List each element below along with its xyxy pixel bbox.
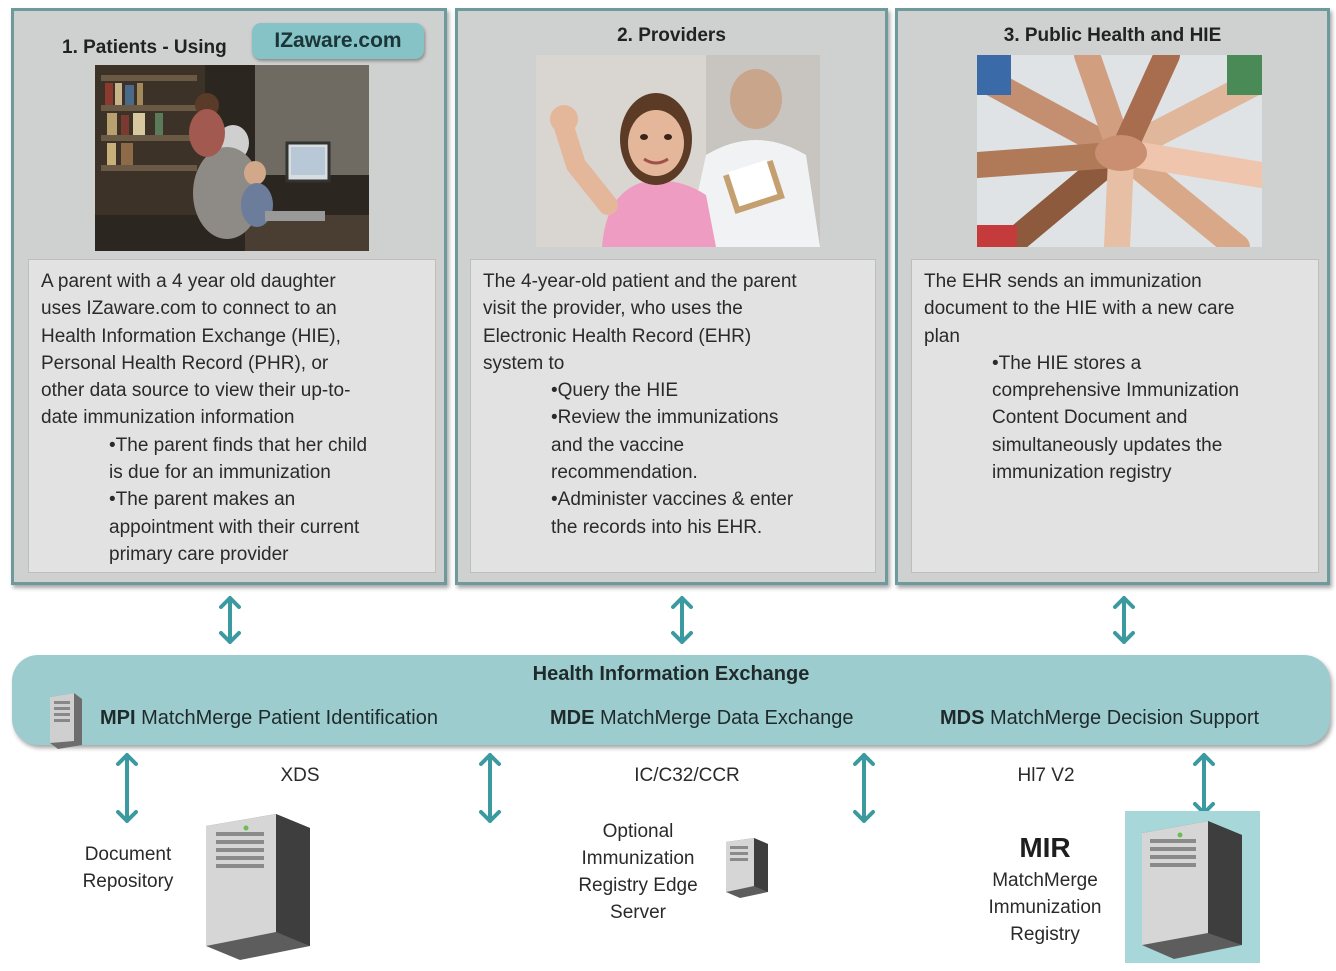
public-health-text: The EHR sends an immunization document t… [911,259,1319,573]
intro-line: A parent with a 4 year old daughter [41,271,336,292]
intro-line: Personal Health Record (PHR), or [41,352,329,374]
intro-line: visit the provider, who uses the [483,298,743,320]
intro-line: Electronic Health Record (EHR) [483,325,752,347]
protocol-xds: XDS [280,765,320,786]
public-health-bullets: The HIE stores a comprehensive Immunizat… [924,350,1308,486]
bullet-cont: comprehensive Immunization [992,380,1240,402]
providers-panel: 2. Providers The 4-year-old patient and … [455,8,888,585]
mir-title: MIR [1019,832,1071,863]
intro-line: Health Information Exchange (HIE), [41,325,341,347]
server-icon [44,689,88,749]
hie-item-mpi: MPI MatchMerge Patient Identification [100,707,438,729]
bullet-cont: appointment with their current [109,516,360,538]
server-icon [722,834,772,898]
photo-girl-doctor [536,55,820,247]
intro-line: other data source to view their up-to- [41,380,351,402]
bullet-cont: is due for an immunization [109,462,331,484]
patients-panel: 1. Patients - Using IZaware.com [11,8,447,585]
bullet-cont: primary care provider [109,543,289,565]
panel-title-public-health: 3. Public Health and HIE [1003,25,1222,46]
bullet-item: The HIE stores a [992,350,1308,377]
intro-line: date immunization information [41,407,295,429]
intro-line: system to [483,352,565,374]
hie-item-mde: MDE MatchMerge Data Exchange [550,707,854,729]
bullet-cont: simultaneously updates the [992,434,1223,456]
intro-line: The 4-year-old patient and the parent [483,271,797,292]
patients-text: A parent with a 4 year old daughter uses… [28,259,436,573]
bullet-cont: and the vaccine [551,434,685,456]
mir-label: MatchMerge Immunization Registry [988,870,1102,945]
double-arrow-icon [1193,753,1215,815]
patients-bullets: The parent finds that her child is due f… [41,432,425,568]
edge-server-label: Optional Immunization Registry Edge Serv… [578,821,698,923]
bullet-cont: immunization registry [992,462,1172,484]
intro-line: The EHR sends an immunization [924,271,1202,292]
public-health-panel: 3. Public Health and HIE The EHR sends a… [895,8,1330,585]
izaware-badge: IZaware.com [252,23,424,59]
bullet-cont: recommendation. [551,462,698,484]
double-arrow-icon [671,596,693,644]
bullet-item: The parent finds that her child [109,432,425,459]
double-arrow-icon [116,753,138,823]
server-icon [202,806,314,960]
protocol-hl7-v2: Hl7 V2 [1017,765,1075,786]
photo-joined-hands [977,55,1262,247]
bullet-cont: Content Document and [992,407,1188,429]
intro-line: uses IZaware.com to connect to an [41,298,337,320]
bullet-item: Query the HIE [551,377,865,404]
providers-text: The 4-year-old patient and the parent vi… [470,259,876,573]
hie-item-mds: MDS MatchMerge Decision Support [940,707,1260,729]
server-icon [1138,815,1246,959]
double-arrow-icon [853,753,875,823]
health-information-exchange-band: Health Information Exchange MPI MatchMer… [12,655,1330,749]
bullet-cont: the records into his EHR. [551,516,763,538]
double-arrow-icon [479,753,501,823]
panel-title-patients: 1. Patients - Using [62,37,227,58]
bullet-item: Review the immunizations [551,404,865,431]
panel-title-providers: 2. Providers [617,25,726,46]
providers-bullets: Query the HIE Review the immunizations a… [483,377,865,541]
hie-title: Health Information Exchange [532,663,810,685]
double-arrow-icon [1113,596,1135,644]
bullet-item: The parent makes an [109,486,425,513]
document-repository-label: Document Repository [82,844,174,892]
photo-family-computer [95,65,369,251]
protocol-ic-c32-ccr: IC/C32/CCR [634,765,740,786]
intro-line: document to the HIE with a new care [924,298,1235,320]
bullet-item: Administer vaccines & enter [551,486,865,513]
double-arrow-icon [219,596,241,644]
intro-line: plan [924,325,960,347]
